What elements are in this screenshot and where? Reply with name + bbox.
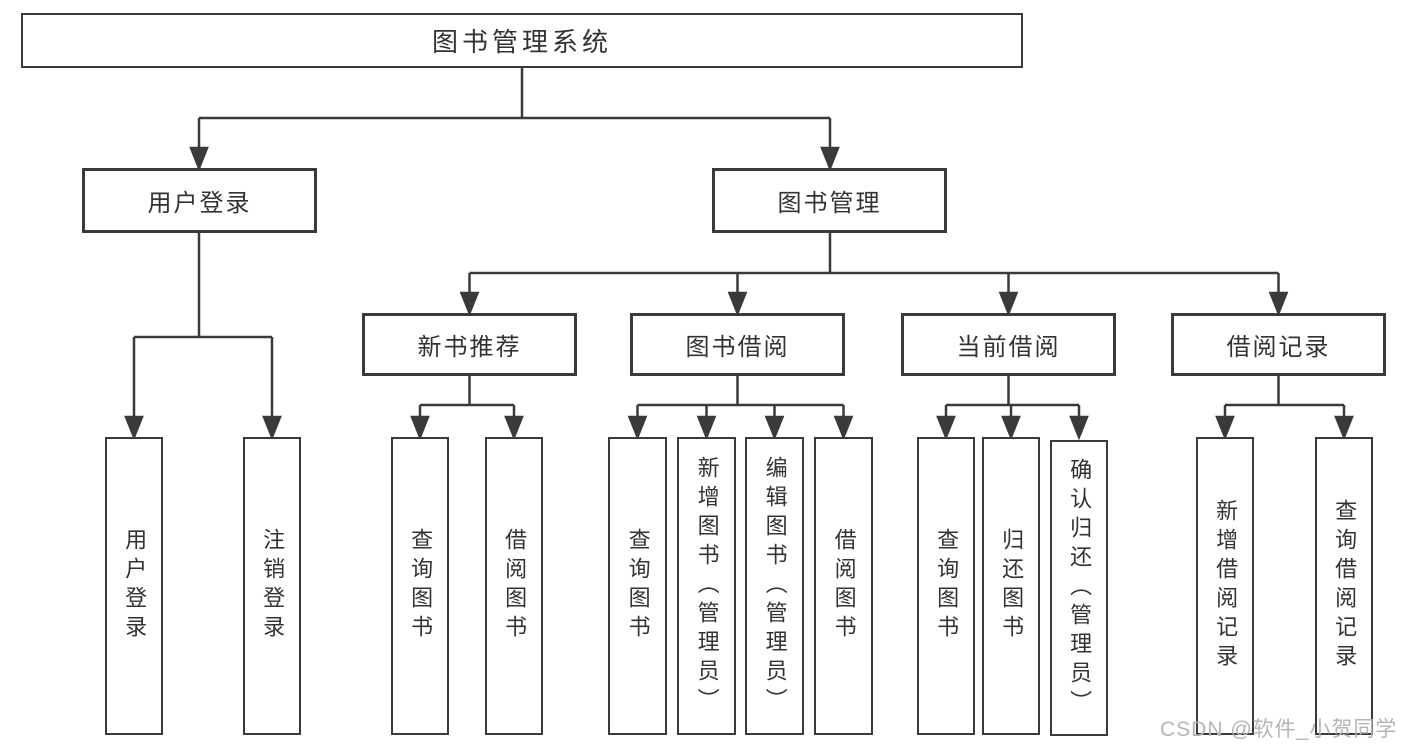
node-book-borrow: 图书借阅 — [630, 313, 845, 376]
connector-new-book-to-leaves — [410, 376, 524, 441]
leaf-query-book-1: 查询图书 — [391, 437, 449, 735]
leaf-add-book-admin: 新增图书（管理员） — [677, 437, 736, 735]
leaf-borrow-book-2: 借阅图书 — [814, 437, 873, 735]
connector-book-management-to-level3 — [459, 233, 1289, 317]
connector-current-borrow-to-leaves — [936, 376, 1089, 441]
leaf-user-login: 用户登录 — [105, 437, 163, 735]
connector-borrow-record-to-leaves — [1215, 376, 1354, 441]
connector-root-to-level2 — [189, 68, 840, 172]
leaf-return-book: 归还图书 — [982, 437, 1040, 735]
csdn-watermark: CSDN @软件_小贺同学 — [1160, 718, 1398, 741]
node-user-login-group: 用户登录 — [82, 168, 317, 233]
node-new-book-recommend: 新书推荐 — [362, 313, 577, 376]
leaf-query-book-2: 查询图书 — [608, 437, 667, 735]
node-root: 图书管理系统 — [21, 13, 1023, 68]
connector-book-borrow-to-leaves — [627, 376, 854, 441]
leaf-query-book-3: 查询图书 — [917, 437, 975, 735]
leaf-query-borrow-record: 查询借阅记录 — [1315, 437, 1373, 735]
node-current-borrow: 当前借阅 — [901, 313, 1116, 376]
node-borrow-record: 借阅记录 — [1171, 313, 1386, 376]
leaf-borrow-book-1: 借阅图书 — [485, 437, 543, 735]
leaf-confirm-return-admin: 确认归还（管理员） — [1050, 440, 1108, 736]
node-book-management: 图书管理 — [712, 168, 947, 233]
connector-user-login-to-leaves — [124, 233, 282, 441]
leaf-logout: 注销登录 — [243, 437, 301, 735]
leaf-add-borrow-record: 新增借阅记录 — [1196, 437, 1254, 735]
leaf-edit-book-admin: 编辑图书（管理员） — [745, 437, 804, 735]
